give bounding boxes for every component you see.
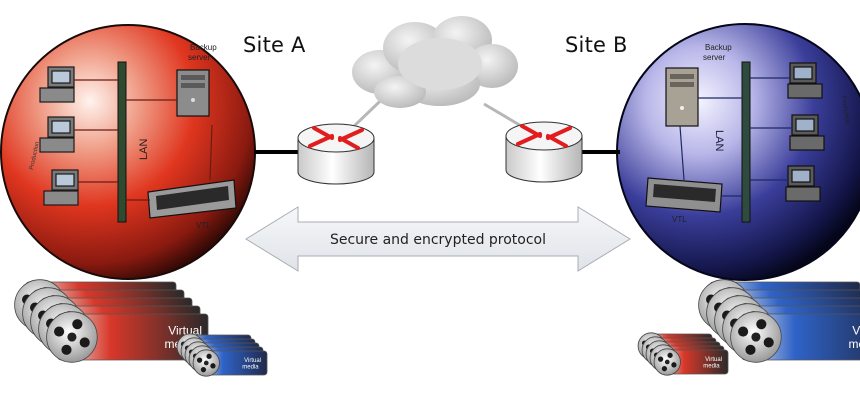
virtual-media-label: Virtual — [244, 358, 261, 364]
virtual-media-label-2: media — [849, 337, 860, 351]
site-a-sphere: LAN Production Backup server — [0, 24, 256, 280]
virtual-media-label: Virtual — [705, 357, 722, 363]
site-a-backup-server-label-2: server — [188, 53, 211, 62]
site-b-sphere: LAN Production Backup server — [616, 23, 860, 281]
virtual-media-label: Virtual — [852, 324, 860, 338]
site-b-lan-bar — [741, 61, 751, 223]
virtual-media-card — [653, 348, 729, 376]
site-a-title: Site A — [243, 33, 306, 57]
site-a-server-icon — [126, 69, 210, 117]
site-a-lan-label: LAN — [138, 139, 150, 160]
cloud-icon — [352, 16, 518, 108]
site-a-lan-bar — [117, 61, 127, 223]
virtual-media-card — [730, 311, 860, 363]
site-a-computer-icon — [39, 66, 118, 206]
site-b-lan-label: LAN — [713, 130, 725, 151]
site-a-computers-label: Production — [29, 141, 41, 170]
site-b-backup-server-label-2: server — [703, 53, 726, 62]
router-a-icon — [297, 123, 375, 185]
site-a-vtl-icon — [126, 124, 237, 219]
site-b-server-icon — [665, 67, 742, 127]
virtual-media-card — [192, 349, 268, 377]
site-b-vtl-label: VTL — [672, 215, 687, 224]
site-a-backup-server-label: Backup — [190, 43, 217, 52]
virtual-media-card — [46, 311, 209, 363]
secure-protocol-arrow — [245, 206, 631, 272]
site-b-vtl-icon — [645, 125, 742, 213]
protocol-label: Secure and encrypted protocol — [329, 232, 547, 248]
site-a-vtl-label: VTL — [196, 221, 211, 230]
router-b-icon — [505, 121, 583, 183]
site-b-computer-icon — [750, 62, 825, 202]
site-b-backup-server-label: Backup — [705, 43, 732, 52]
virtual-media-label-2: media — [703, 363, 720, 369]
site-b-computers-label: Production — [840, 95, 850, 124]
virtual-media-label-2: media — [242, 364, 259, 370]
site-b-title: Site B — [565, 33, 628, 57]
